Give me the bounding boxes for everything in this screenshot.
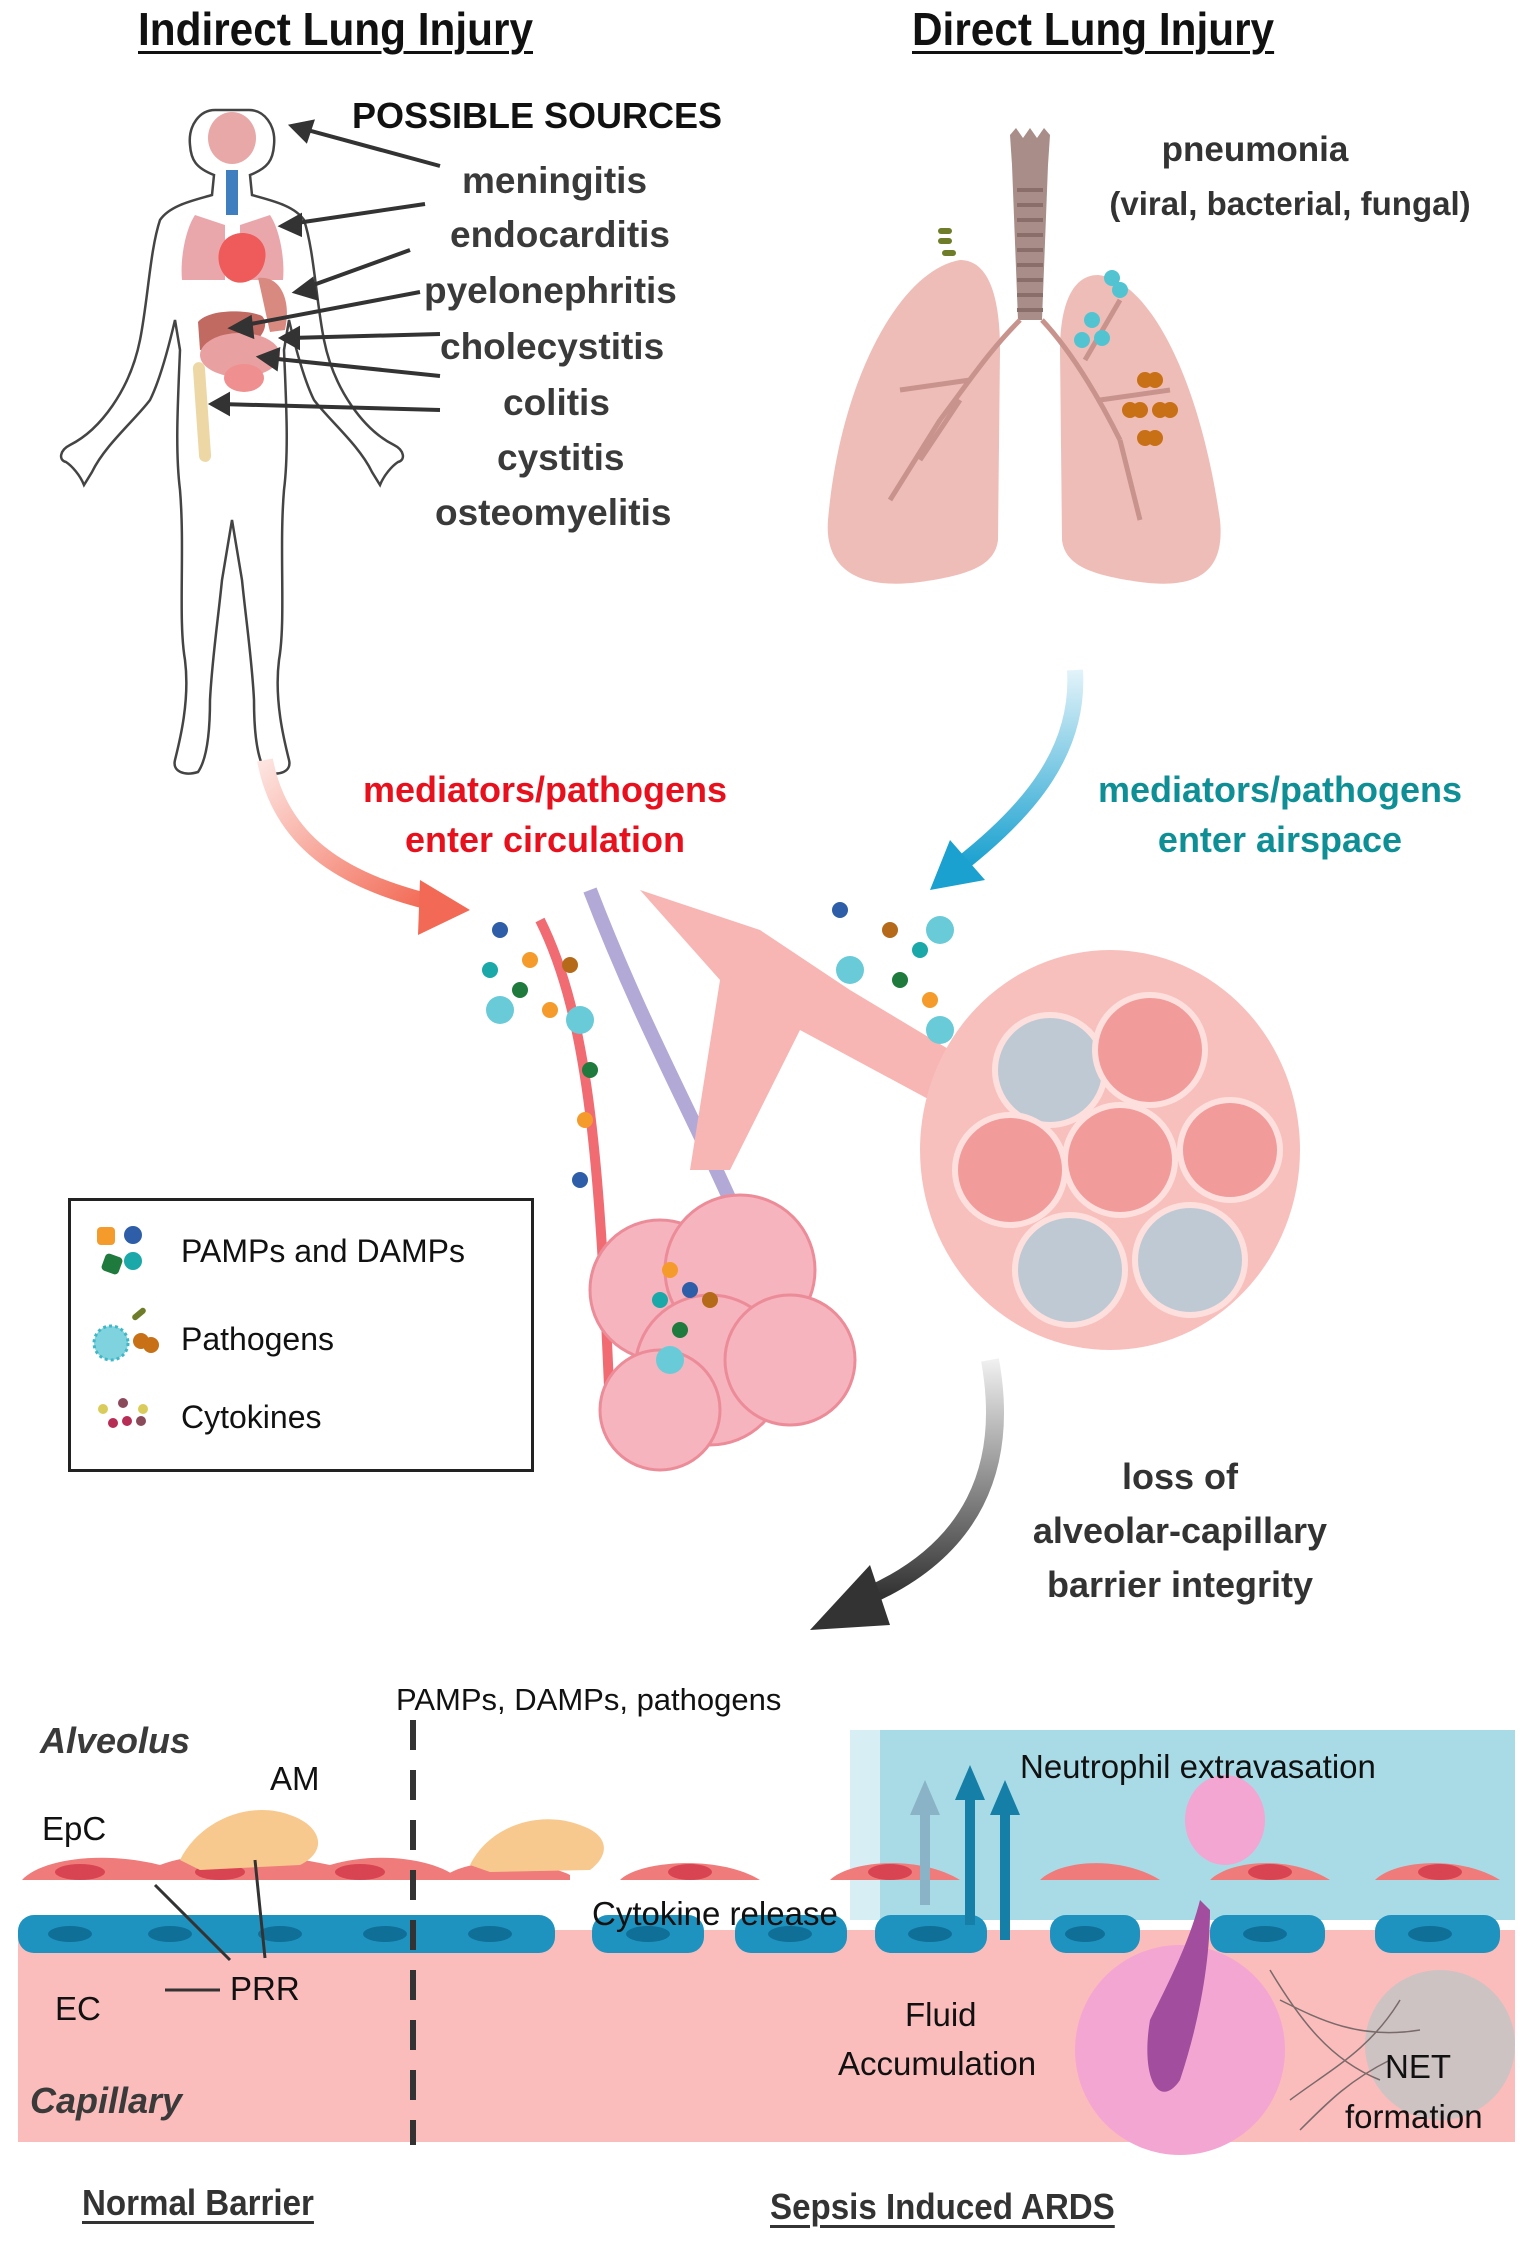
- sepsis-ards-title: Sepsis Induced ARDS: [770, 2186, 1115, 2227]
- legend-label-pamps-damps: PAMPs and DAMPs: [181, 1233, 465, 1269]
- alveolar-macrophage: [180, 1810, 319, 1870]
- source-item-colitis: colitis: [503, 382, 610, 423]
- pneumonia-label: pneumonia: [1161, 130, 1349, 169]
- possible-sources-heading: POSSIBLE SOURCES: [352, 95, 723, 136]
- trachea-icon: [226, 170, 238, 215]
- airspace-text-line1: mediators/pathogens: [1097, 769, 1463, 810]
- human-body-illustration: [59, 108, 441, 775]
- bronchiole: [640, 890, 950, 1170]
- alveolar-cross-section: [920, 950, 1300, 1350]
- source-item-osteomyelitis: osteomyelitis: [435, 492, 672, 533]
- indirect-injury-title: Indirect Lung Injury: [138, 3, 533, 55]
- source-item-cholecystitis: cholecystitis: [440, 326, 665, 367]
- net-fibers: [1269, 1969, 1421, 2131]
- circulation-text-line2: enter circulation: [404, 819, 686, 860]
- lungs-illustration: [827, 128, 1221, 584]
- circulation-text-line1: mediators/pathogens: [362, 769, 728, 810]
- pamps-damps-pathogens-label: PAMPs, DAMPs, pathogens: [396, 1682, 782, 1717]
- net-label: NET: [1385, 2048, 1451, 2085]
- bladder-icon: [224, 364, 264, 392]
- activated-macrophage: [470, 1819, 604, 1872]
- left-lung: [1060, 275, 1221, 584]
- artery: [535, 917, 615, 1411]
- heart-icon: [218, 232, 266, 283]
- net-formation-label: formation: [1345, 2098, 1483, 2135]
- normal-barrier-title: Normal Barrier: [82, 2182, 314, 2223]
- barrier-loss-arrow: [810, 1358, 1004, 1630]
- fluid-label: Fluid: [905, 1996, 977, 2033]
- loss-text-line2: alveolar-capillary: [1032, 1510, 1328, 1551]
- circulating-particles: [482, 902, 954, 1374]
- intestines-icon: [200, 333, 280, 377]
- loss-text-line3: barrier integrity: [1046, 1564, 1314, 1605]
- epc-label: EpC: [42, 1810, 107, 1847]
- prr-label: PRR: [230, 1970, 300, 2007]
- bronchial-tree: [887, 298, 1171, 521]
- source-item-endocarditis: endocarditis: [450, 214, 670, 255]
- cytokine-release-label: Cytokine release: [592, 1895, 838, 1932]
- cytokines-icon: [98, 1398, 148, 1428]
- direct-injury-title: Direct Lung Injury: [912, 3, 1275, 55]
- lungs-icon: [181, 215, 225, 280]
- bacteria-rods: [938, 228, 956, 256]
- legend-item-cytokines: Cytokines: [71, 1393, 531, 1453]
- brain-icon: [208, 112, 256, 164]
- source-item-pyelonephritis: pyelonephritis: [424, 270, 677, 311]
- cocci-bacteria: [1122, 372, 1178, 446]
- legend-item-pamps-damps: PAMPs and DAMPs: [71, 1223, 531, 1283]
- accumulation-label: Accumulation: [838, 2045, 1037, 2082]
- bone-icon: [192, 362, 212, 462]
- alveoli-illustration: [482, 887, 1300, 1472]
- fluid-accumulation-arrows: [910, 1765, 1020, 1940]
- barrier-panel: [18, 1720, 1515, 2155]
- legend-label-cytokines: Cytokines: [181, 1399, 322, 1435]
- endothelial-layer: [18, 1915, 1500, 1953]
- ec-label: EC: [55, 1990, 101, 2027]
- pamps-damps-icon: [97, 1226, 142, 1275]
- circulation-arrow: [257, 758, 432, 910]
- epithelial-layer: [22, 1853, 1500, 1880]
- pathogens-icon: [92, 1307, 159, 1362]
- legend-item-pathogens: Pathogens: [71, 1307, 531, 1369]
- loss-text-line1: loss of: [1121, 1456, 1238, 1497]
- legend-box: PAMPs and DAMPs Pathogens Cytokines: [68, 1198, 534, 1472]
- airspace-arrow: [955, 669, 1084, 872]
- flow-arrows: [257, 669, 1084, 935]
- virus-particles: [1074, 270, 1128, 348]
- pneumonia-types-label: (viral, bacterial, fungal): [1109, 185, 1471, 222]
- capillary-label: Capillary: [30, 2080, 183, 2121]
- am-label: AM: [270, 1760, 320, 1797]
- alveolus-label: Alveolus: [40, 1720, 191, 1761]
- legend-label-pathogens: Pathogens: [181, 1321, 335, 1357]
- net-cell: [1365, 1970, 1515, 2120]
- body-outline: [59, 108, 405, 775]
- capillary-lumen: [18, 1930, 1515, 2142]
- right-lung: [827, 260, 1000, 584]
- neutrophil-extravasation-label: Neutrophil extravasation: [1020, 1748, 1376, 1785]
- prr-arrows: [153, 1859, 267, 1992]
- trachea: [1010, 128, 1050, 320]
- airspace-text-line2: enter airspace: [1157, 819, 1403, 860]
- source-item-cystitis: cystitis: [497, 437, 625, 478]
- source-item-meningitis: meningitis: [462, 160, 648, 201]
